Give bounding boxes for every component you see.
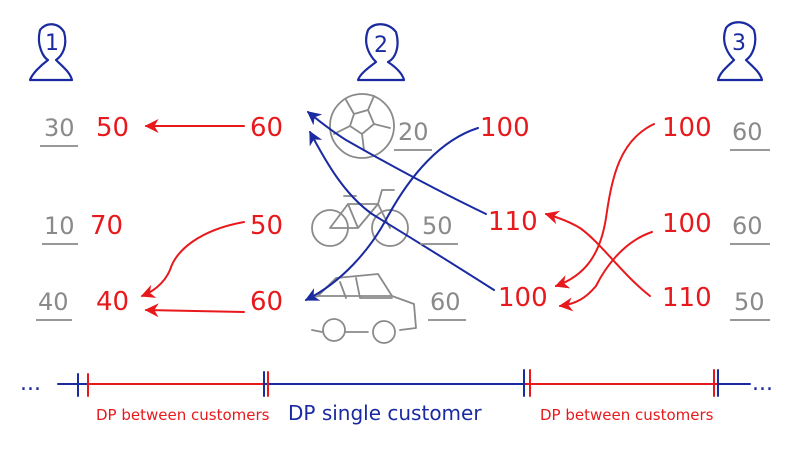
- c1-red-2: 70: [90, 211, 123, 241]
- col2-right-red: 100 110 100: [480, 113, 548, 313]
- c3-gray-1: 60: [732, 118, 763, 146]
- c3-gray-2: 60: [732, 212, 763, 240]
- customer-1-icon: [28, 23, 74, 82]
- arrow-100-to-100: [554, 123, 655, 289]
- col1-red: 50 70 40: [90, 113, 129, 317]
- c3-red-2: 100: [662, 209, 712, 239]
- timeline-seg2-label: DP single customer: [288, 401, 482, 425]
- car-icon: [311, 273, 417, 344]
- c3-gray-3: 50: [734, 288, 765, 316]
- c3-red-1: 100: [662, 113, 712, 143]
- arrow-100b-to-60: [309, 130, 495, 291]
- customer-1-label: 1: [45, 31, 59, 56]
- red-arrows: [140, 119, 655, 318]
- c2-left-2: 50: [250, 211, 283, 241]
- c1-gray-3: 40: [38, 288, 69, 316]
- bicycle-icon: [311, 189, 409, 247]
- timeline-left-dots: ...: [20, 371, 41, 396]
- col2-gray-underlines: [394, 149, 466, 321]
- timeline-seg3-label: DP between customers: [540, 406, 714, 424]
- c1-gray-2: 10: [44, 212, 75, 240]
- c2-left-3: 60: [250, 287, 283, 317]
- col2-gray: 20 50 60: [398, 118, 461, 316]
- c2-gray-2: 50: [422, 212, 453, 240]
- c2-right-3: 100: [498, 283, 548, 313]
- c1-gray-1: 30: [44, 114, 75, 142]
- customer-2-label: 2: [374, 33, 388, 58]
- c2-gray-3: 60: [430, 288, 461, 316]
- col2-left-red: 60 50 60: [250, 113, 283, 317]
- c2-right-1: 100: [480, 113, 530, 143]
- arrow-110-to-110: [544, 210, 651, 297]
- c1-red-1: 50: [96, 113, 129, 143]
- customer-3: 3: [716, 21, 764, 82]
- col3-gray-underlines: [730, 149, 770, 321]
- c2-right-2: 110: [488, 207, 538, 237]
- timeline-seg1-label: DP between customers: [96, 406, 270, 424]
- col3-red: 100 100 110: [662, 113, 712, 313]
- c2-left-1: 60: [250, 113, 283, 143]
- arrow-110-to-60: [306, 111, 487, 215]
- arrow-60b-to-40: [144, 303, 245, 318]
- timeline: ... ... DP between customers DP single c…: [20, 369, 773, 425]
- col1-gray-underlines: [36, 145, 78, 321]
- customer-2: 2: [356, 23, 406, 82]
- arrow-100b-to-100: [558, 231, 653, 312]
- c2-gray-1: 20: [398, 118, 429, 146]
- customer-3-label: 3: [732, 31, 746, 56]
- c1-red-3: 40: [96, 287, 129, 317]
- ball-icon: [329, 93, 395, 159]
- arrow-100-to-60b: [304, 127, 479, 301]
- blue-arrows: [304, 111, 495, 301]
- arrow-50-to-40: [140, 221, 245, 298]
- col3-gray: 60 60 50: [732, 118, 765, 316]
- customer-2-icon: [356, 23, 406, 82]
- c3-red-3: 110: [662, 283, 712, 313]
- customer-1: 1: [28, 23, 74, 82]
- timeline-right-dots: ...: [752, 371, 773, 396]
- col1-gray: 30 10 40: [38, 114, 75, 316]
- customer-3-icon: [716, 21, 764, 82]
